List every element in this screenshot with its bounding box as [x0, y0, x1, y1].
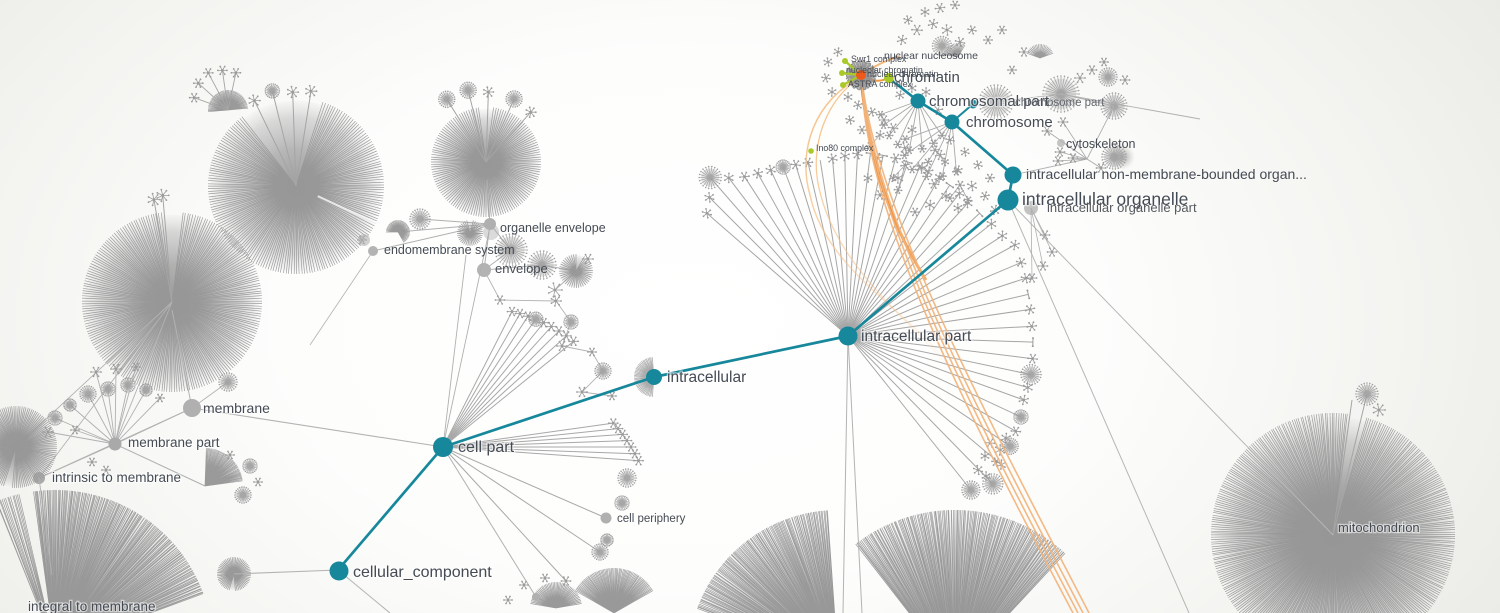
svg-text:intrinsic to membrane: intrinsic to membrane: [52, 470, 181, 485]
svg-text:intracellular organelle part: intracellular organelle part: [1047, 200, 1197, 215]
svg-text:chromatin: chromatin: [894, 69, 960, 86]
svg-text:cellular_component: cellular_component: [353, 564, 492, 581]
svg-text:integral to membrane: integral to membrane: [28, 599, 156, 613]
svg-text:organelle envelope: organelle envelope: [500, 221, 606, 235]
svg-text:Swr1 complex: Swr1 complex: [851, 54, 907, 64]
svg-text:mitochondrion: mitochondrion: [1338, 520, 1420, 535]
svg-text:chromosomal part: chromosomal part: [929, 93, 1050, 110]
svg-text:nuclear chromatin: nuclear chromatin: [867, 69, 939, 79]
svg-text:membrane: membrane: [203, 400, 270, 416]
svg-text:chromosome part: chromosome part: [1015, 97, 1105, 109]
svg-text:cell part: cell part: [458, 439, 515, 456]
svg-text:intracellular organelle: intracellular organelle: [1022, 189, 1188, 209]
svg-text:endomembrane system: endomembrane system: [384, 243, 515, 257]
svg-text:intracellular part: intracellular part: [861, 328, 972, 345]
svg-text:chromosome: chromosome: [966, 114, 1053, 131]
svg-text:nucleolar chromatin: nucleolar chromatin: [846, 65, 923, 75]
svg-text:cytoskeleton: cytoskeleton: [1066, 137, 1136, 151]
svg-text:membrane part: membrane part: [128, 435, 220, 450]
svg-text:intracellular: intracellular: [667, 369, 746, 386]
svg-text:cell periphery: cell periphery: [617, 513, 686, 525]
svg-text:intracellular non-membrane-bou: intracellular non-membrane-bounded organ…: [1026, 166, 1307, 182]
svg-text:nuclear nucleosome: nuclear nucleosome: [884, 50, 978, 62]
svg-text:ASTRA complex: ASTRA complex: [848, 79, 913, 89]
svg-text:envelope: envelope: [495, 261, 548, 276]
svg-text:Ino80 complex: Ino80 complex: [816, 143, 874, 153]
